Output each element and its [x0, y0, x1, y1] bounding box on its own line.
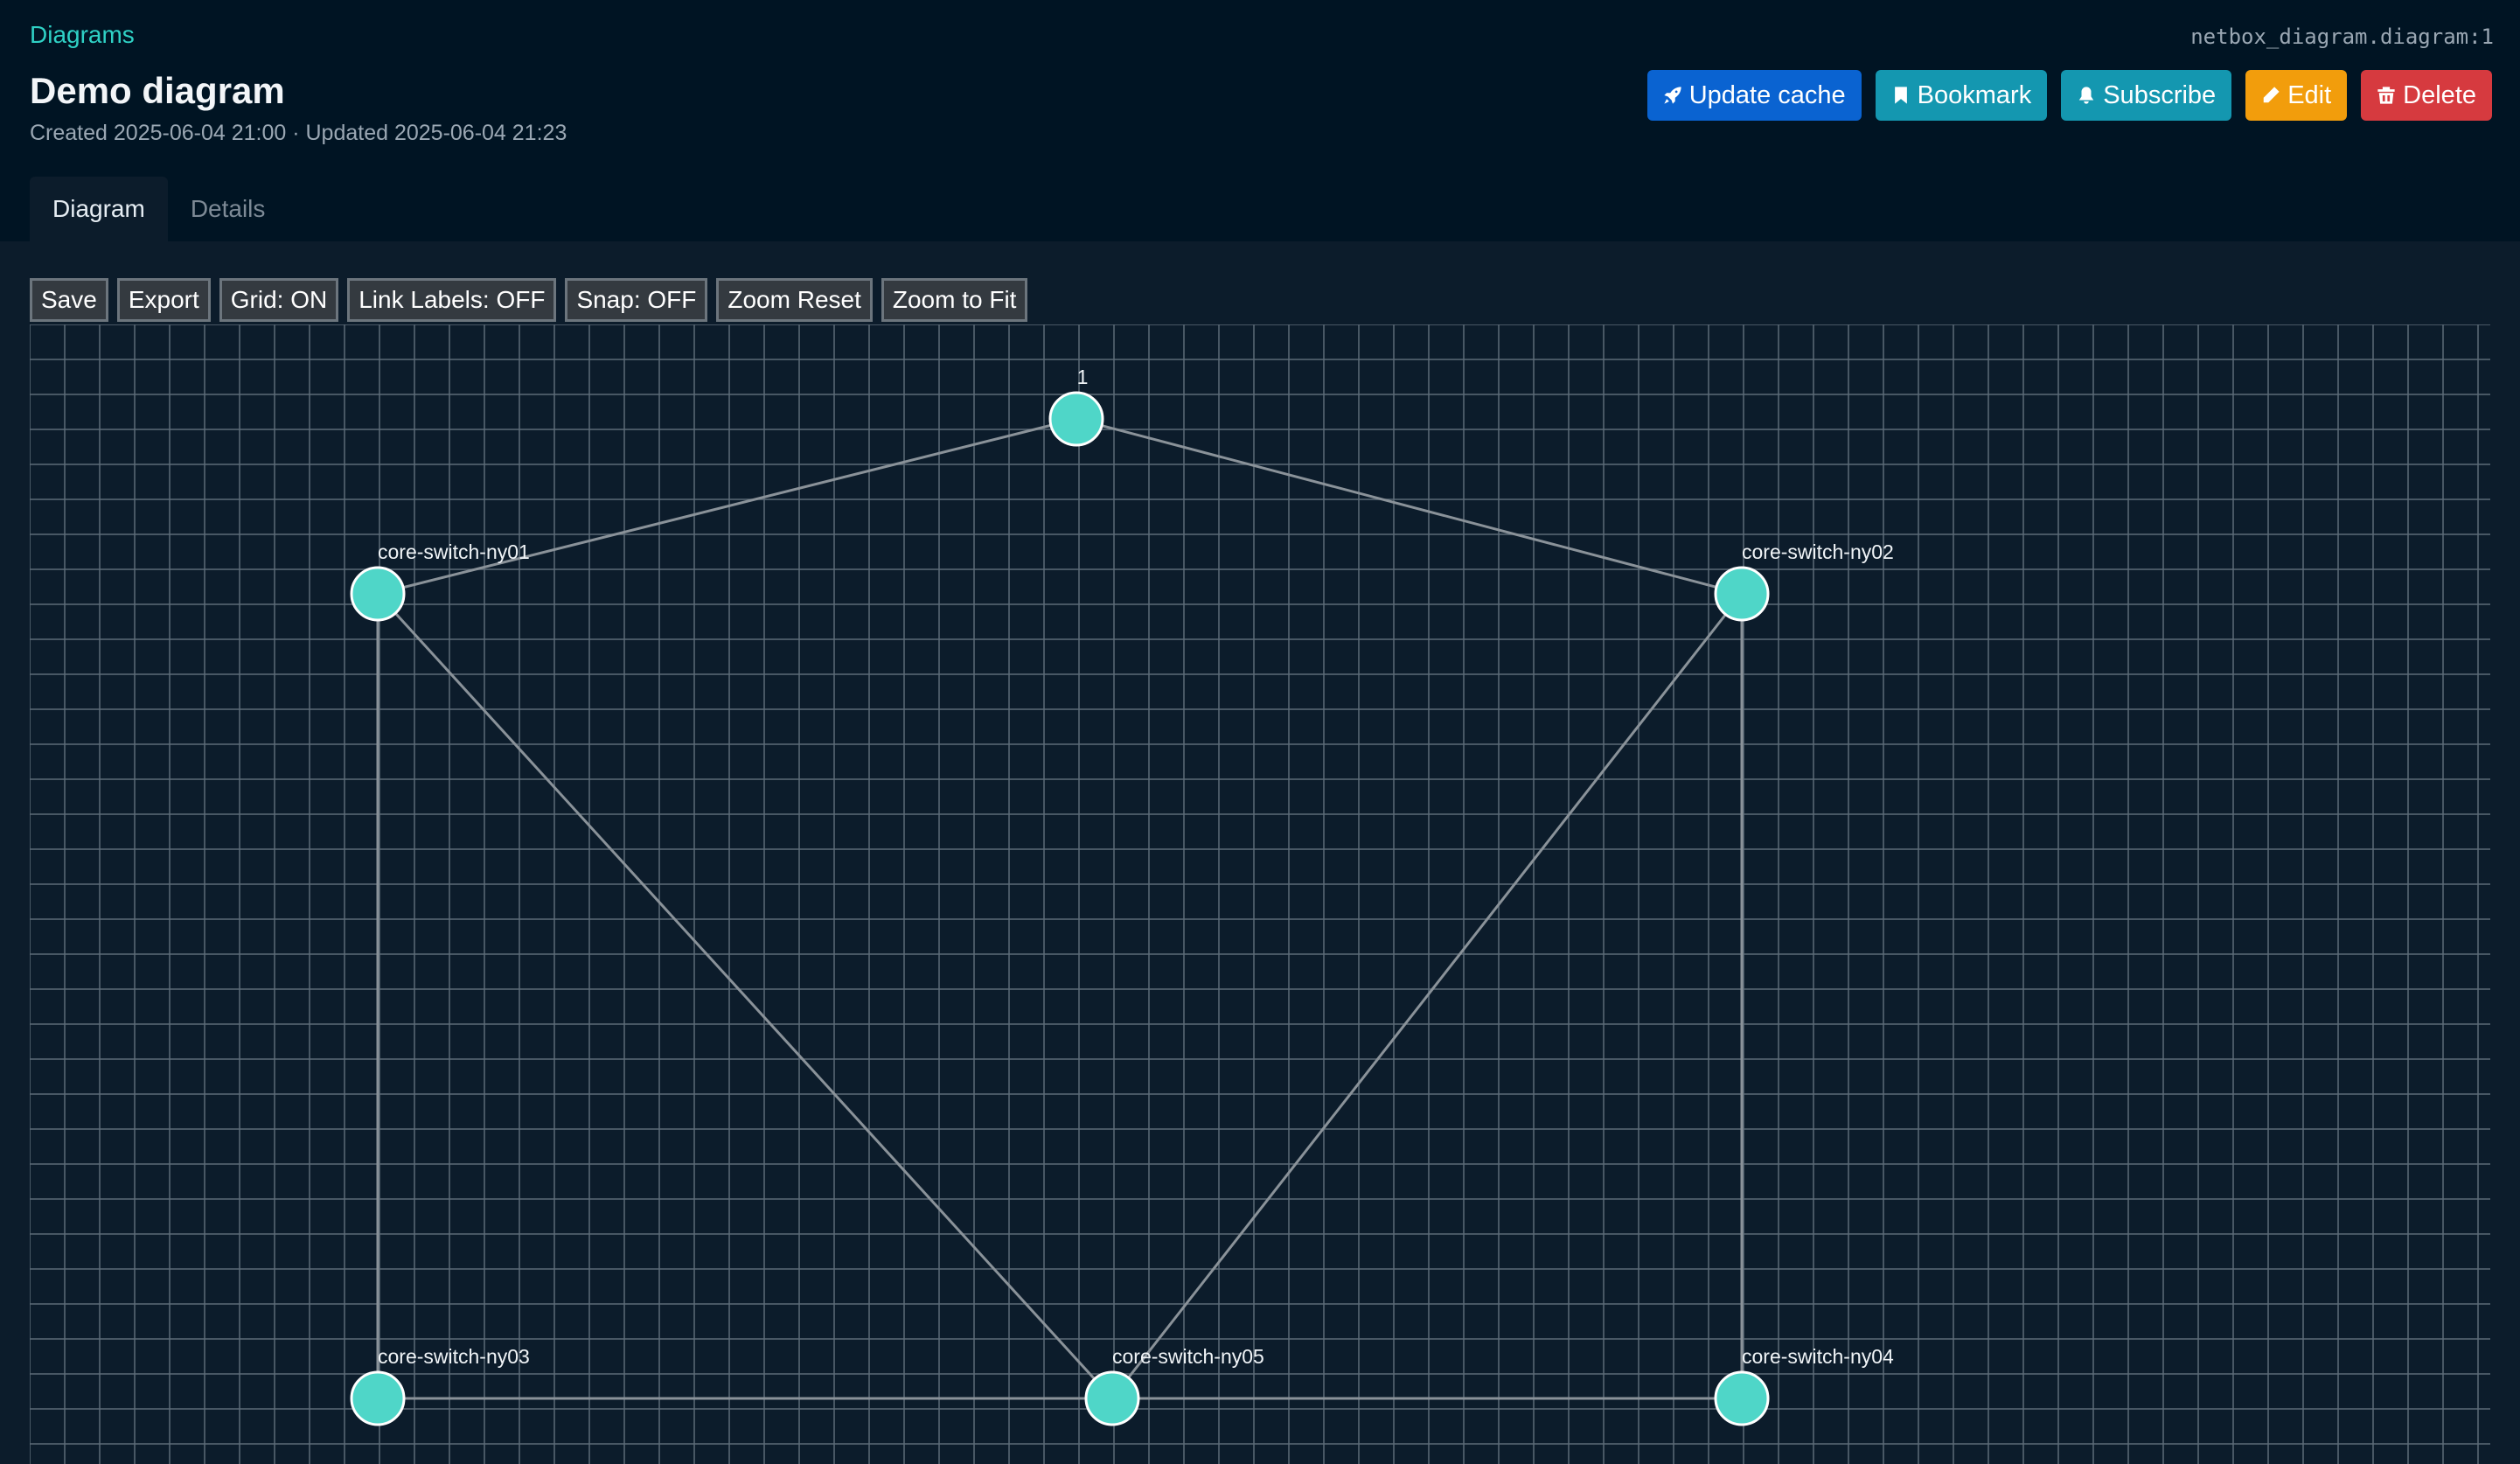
nodes-layer: 1 core-switch-ny01 core-switch-ny02 core-sw… [350, 366, 1894, 1426]
pencil-icon [2262, 87, 2280, 104]
object-actions: Update cache Bookmark Subscribe Edit Del… [1646, 70, 2492, 121]
export-button[interactable]: Export [116, 278, 211, 322]
edit-button[interactable]: Edit [2245, 70, 2348, 121]
diagram-canvas[interactable]: 1 core-switch-ny01 core-switch-ny02 core-sw… [30, 324, 2490, 1464]
links-layer [376, 417, 1744, 1400]
link-n1-ny01[interactable] [377, 417, 1077, 596]
update-cache-button[interactable]: Update cache [1646, 70, 1862, 121]
link-n1-ny02[interactable] [1076, 417, 1743, 596]
bell-icon [2078, 87, 2094, 104]
diagram-panel: Save Export Grid: ON Link Labels: OFF Sn… [0, 241, 2520, 1464]
node-circle[interactable] [1714, 566, 1770, 622]
delete-button[interactable]: Delete [2361, 70, 2492, 121]
object-identifier: netbox_diagram.diagram:1 [2190, 24, 2494, 49]
node-circle[interactable] [350, 566, 406, 622]
trash-icon [2377, 87, 2395, 104]
update-cache-label: Update cache [1688, 80, 1846, 109]
link-ny02-ny05[interactable] [1110, 593, 1744, 1399]
node-n1[interactable]: 1 [1048, 366, 1104, 447]
node-circle[interactable] [1714, 1370, 1770, 1426]
bookmark-button[interactable]: Bookmark [1875, 70, 2048, 121]
link-ny01-ny05[interactable] [376, 592, 1114, 1400]
delete-label: Delete [2403, 80, 2476, 109]
rocket-icon [1664, 87, 1681, 104]
tab-diagram[interactable]: Diagram [30, 177, 168, 241]
snap-toggle-button[interactable]: Snap: OFF [565, 278, 708, 322]
diagram-toolbar: Save Export Grid: ON Link Labels: OFF Sn… [30, 278, 1028, 322]
edit-label: Edit [2287, 80, 2332, 109]
breadcrumb-diagrams-link[interactable]: Diagrams [30, 21, 135, 48]
node-label: core-switch-ny05 [1112, 1345, 1264, 1368]
zoom-reset-button[interactable]: Zoom Reset [716, 278, 873, 322]
page-title: Demo diagram [30, 70, 285, 111]
node-label: core-switch-ny03 [378, 1345, 530, 1368]
node-circle[interactable] [1048, 391, 1104, 447]
bookmark-icon [1894, 87, 1907, 104]
node-circle[interactable] [350, 1370, 406, 1426]
subscribe-button[interactable]: Subscribe [2061, 70, 2232, 121]
tab-bar: Diagram Details [30, 177, 288, 241]
node-circle[interactable] [1084, 1370, 1140, 1426]
node-ny04[interactable]: core-switch-ny04 [1714, 1345, 1894, 1426]
node-label: 1 [1077, 366, 1089, 388]
node-ny02[interactable]: core-switch-ny02 [1714, 540, 1894, 622]
zoom-to-fit-button[interactable]: Zoom to Fit [881, 278, 1028, 322]
tab-details[interactable]: Details [190, 195, 266, 222]
node-ny01[interactable]: core-switch-ny01 [350, 540, 530, 622]
page-header: Diagrams netbox_diagram.diagram:1 Demo d… [0, 0, 2520, 241]
created-updated-timestamps: Created 2025-06-04 21:00 · Updated 2025-… [30, 121, 567, 145]
subscribe-label: Subscribe [2103, 80, 2217, 109]
node-label: core-switch-ny01 [378, 540, 530, 563]
node-label: core-switch-ny02 [1742, 540, 1894, 563]
bookmark-label: Bookmark [1917, 80, 2032, 109]
save-button[interactable]: Save [30, 278, 108, 322]
link-labels-toggle-button[interactable]: Link Labels: OFF [347, 278, 557, 322]
grid-toggle-button[interactable]: Grid: ON [219, 278, 339, 322]
node-label: core-switch-ny04 [1742, 1345, 1894, 1368]
diagram-svg[interactable]: 1 core-switch-ny01 core-switch-ny02 core-sw… [30, 324, 2490, 1464]
grid-lines [30, 324, 2490, 1464]
node-ny05[interactable]: core-switch-ny05 [1084, 1345, 1264, 1426]
node-ny03[interactable]: core-switch-ny03 [350, 1345, 530, 1426]
